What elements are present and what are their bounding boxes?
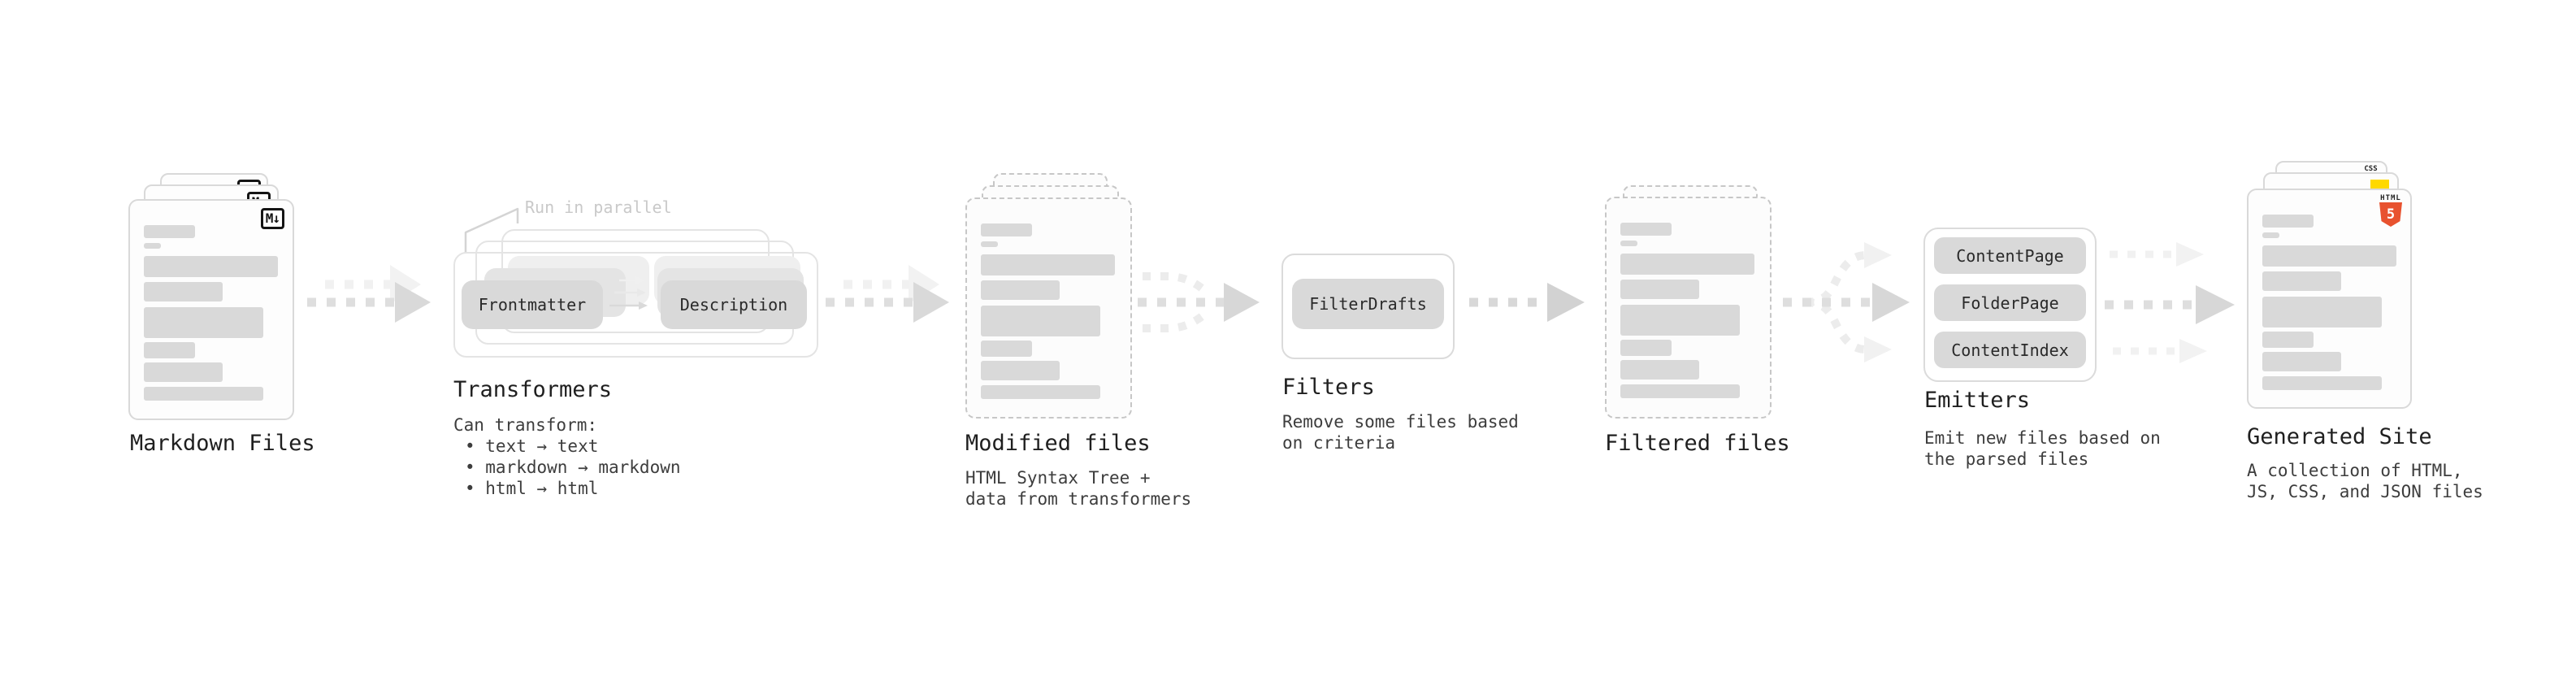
filterdrafts-chip: FilterDrafts bbox=[1292, 279, 1444, 329]
contentindex-chip: ContentIndex bbox=[1934, 332, 2086, 368]
filtered-files-node: Filtered files bbox=[1605, 173, 1800, 466]
description-line: JS, CSS, and JSON files bbox=[2247, 482, 2483, 501]
text-skeleton bbox=[1607, 198, 1770, 417]
description-chip: Description bbox=[661, 280, 807, 329]
description-line: Emit new files based on bbox=[1924, 428, 2161, 448]
generated-site-node: CSS HTML 5 Generated Site A collection o… bbox=[2247, 161, 2483, 510]
description-line: • html → html bbox=[465, 479, 599, 498]
callout-line bbox=[464, 207, 519, 254]
contentpage-chip: ContentPage bbox=[1934, 237, 2086, 274]
js-icon bbox=[2370, 180, 2389, 189]
modified-files-node: Modified files HTML Syntax Tree + data f… bbox=[965, 173, 1191, 514]
file-card: M↓ bbox=[128, 199, 294, 420]
description-line: Can transform: bbox=[453, 415, 598, 435]
arrow-emitters-to-generated bbox=[2105, 242, 2235, 363]
frontmatter-chip: Frontmatter bbox=[462, 280, 603, 329]
folderpage-chip: FolderPage bbox=[1934, 284, 2086, 321]
generated-site-description: A collection of HTML, JS, CSS, and JSON … bbox=[2247, 460, 2483, 502]
parallel-flow-arrows bbox=[609, 276, 648, 310]
text-skeleton bbox=[2249, 190, 2410, 407]
description-line: Remove some files based bbox=[1282, 412, 1519, 432]
filters-label: Filters bbox=[1282, 375, 1375, 400]
arrow-transformers-to-modified bbox=[826, 265, 949, 323]
text-skeleton bbox=[130, 201, 293, 419]
description-line: the parsed files bbox=[1924, 449, 2089, 469]
transformers-description: Can transform: • text → text • markdown … bbox=[453, 414, 681, 499]
html5-icon-number: 5 bbox=[2386, 206, 2396, 223]
file-card bbox=[1605, 197, 1772, 419]
transformers-label: Transformers bbox=[453, 377, 613, 402]
modified-files-label: Modified files bbox=[965, 431, 1151, 456]
description-line: • markdown → markdown bbox=[465, 458, 681, 477]
emitters-label: Emitters bbox=[1924, 388, 2031, 413]
markdown-icon: M↓ bbox=[260, 208, 284, 229]
html5-icon-label: HTML bbox=[2380, 194, 2401, 202]
modified-files-description: HTML Syntax Tree + data from transformer… bbox=[965, 467, 1191, 510]
parallel-frame-front bbox=[453, 252, 818, 358]
filtered-files-label: Filtered files bbox=[1605, 431, 1790, 456]
description-line: A collection of HTML, bbox=[2247, 461, 2463, 480]
text-skeleton bbox=[967, 199, 1130, 417]
html5-icon: HTML 5 bbox=[2379, 194, 2402, 227]
arrow-filtered-to-emitters bbox=[1783, 242, 1910, 362]
description-line: data from transformers bbox=[965, 489, 1192, 509]
transformers-node: Run in parallel Frontmatter Description … bbox=[453, 195, 827, 504]
markdown-files-node: M↓ M↓ M↓ Markdown Files bbox=[128, 173, 315, 466]
file-card bbox=[965, 197, 1132, 419]
emitters-description: Emit new files based on the parsed files bbox=[1924, 427, 2161, 470]
description-line: on criteria bbox=[1282, 433, 1396, 453]
filters-description: Remove some files based on criteria bbox=[1282, 411, 1519, 453]
description-line: HTML Syntax Tree + bbox=[965, 468, 1151, 488]
file-card: HTML 5 bbox=[2247, 189, 2412, 409]
filters-node: FilterDrafts Filters Remove some files b… bbox=[1281, 254, 1519, 465]
css-icon-label: CSS bbox=[2364, 165, 2378, 173]
description-line: • text → text bbox=[465, 436, 599, 456]
markdown-files-label: Markdown Files bbox=[130, 431, 315, 456]
arrow-markdown-to-transformers bbox=[307, 265, 431, 323]
emitters-node: ContentPage FolderPage ContentIndex Emit… bbox=[1923, 228, 2161, 488]
arrow-modified-to-filters bbox=[1138, 272, 1260, 332]
generated-site-label: Generated Site bbox=[2247, 424, 2432, 449]
arrow-filters-to-filtered bbox=[1469, 283, 1585, 322]
run-in-parallel-callout: Run in parallel bbox=[525, 197, 672, 217]
